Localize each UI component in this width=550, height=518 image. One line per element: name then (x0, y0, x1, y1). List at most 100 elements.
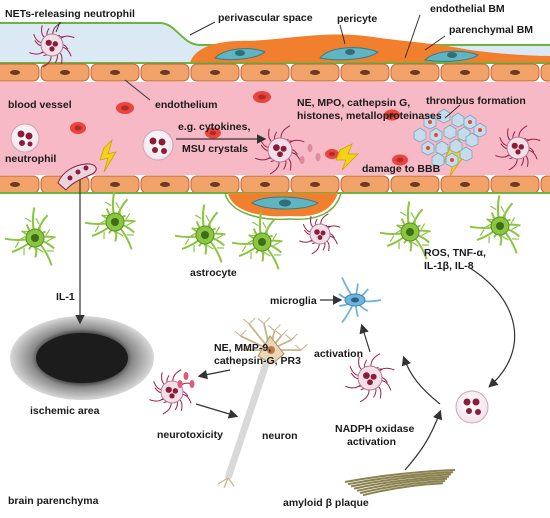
label-ne-mpo-2: histones, metalloproteinases (297, 110, 442, 122)
ischemic-core (36, 333, 128, 383)
endothelial-cell (290, 63, 340, 82)
nets-releasing-neutrophil-thrombus (495, 125, 541, 171)
endothelial-cell (540, 63, 550, 82)
nets-releasing-neutrophil-activation (345, 353, 395, 403)
arrow-group (55, 14, 516, 471)
label-neutrophil: neutrophil (5, 153, 56, 165)
nets-releasing-neutrophil-neurotoxicity (149, 369, 195, 415)
leader-nets (55, 21, 61, 33)
arrow-granules-neuron (197, 369, 231, 380)
astrocyte-cell (84, 191, 136, 250)
endothelial-cell (340, 63, 390, 82)
red-blood-cell (205, 127, 221, 139)
endothelial-cell (440, 175, 490, 194)
label-ros-2: IL-1β, IL-8 (424, 260, 474, 272)
endothelial-cell (540, 175, 550, 194)
leader-endothelium (124, 79, 151, 101)
endothelium-top-layer (0, 63, 550, 82)
endothelial-cell (0, 175, 40, 194)
endothelial-cell (390, 63, 440, 82)
neutrophil-cell (455, 390, 489, 424)
astrocyte-cell (469, 195, 521, 254)
leader-perivascular (189, 21, 216, 36)
label-parenchymal-bm: parenchymal BM (449, 24, 533, 36)
text-labels: NETs-releasing neutrophil perivascular s… (5, 3, 533, 509)
astrocyte-cell (4, 207, 56, 266)
red-blood-cell (392, 154, 408, 166)
endothelial-cell (240, 175, 290, 194)
pericyte-cell (214, 48, 266, 61)
amyloid-plaque (344, 469, 456, 497)
nets-releasing-neutrophil-parenchyma (299, 213, 341, 255)
label-il1: IL-1 (56, 291, 75, 303)
granules-icon (177, 372, 195, 388)
neutrophil-cell (142, 129, 174, 161)
astrocyte-cell (379, 201, 431, 260)
leader-thrombus (444, 104, 461, 119)
pericyte-cell (251, 196, 320, 210)
label-neuron: neuron (262, 430, 298, 442)
label-ne-mmp-1: NE, MMP-9, (214, 342, 271, 354)
label-endothelium: endothelium (155, 99, 217, 111)
label-endothelial-bm: endothelial BM (430, 3, 505, 15)
label-blood-vessel: blood vessel (8, 99, 72, 111)
thrombus-cluster (413, 108, 487, 168)
endothelial-cell (390, 175, 440, 194)
endothelial-cell (290, 175, 340, 194)
endothelial-cell (140, 175, 190, 194)
arrow-microglia-back (401, 355, 441, 405)
endothelial-cell (90, 175, 140, 194)
astrocyte-cell (174, 204, 226, 263)
label-amyloid: amyloid β plaque (283, 497, 369, 509)
leader-parenchymal-bm (424, 35, 446, 51)
endothelial-cell (90, 63, 140, 82)
leader-pericyte (339, 24, 346, 45)
endothelial-cell (240, 63, 290, 82)
endothelial-cell (190, 175, 240, 194)
label-microglia: microglia (270, 295, 317, 307)
granules-icon (299, 144, 321, 164)
parenchymal-bm-top (0, 22, 550, 46)
label-neurotoxicity: neurotoxicity (157, 429, 223, 441)
endothelial-cell (190, 63, 240, 82)
label-nets-neutrophil: NETs-releasing neutrophil (5, 8, 135, 20)
neutrophil-cell (10, 123, 40, 153)
endothelial-cell (490, 175, 540, 194)
parenchymal-bm-bottom (224, 192, 342, 221)
microglia-cell (338, 277, 382, 324)
endothelial-cell (440, 63, 490, 82)
label-cytokines-1: e.g. cytokines, (178, 121, 250, 133)
endothelial-cell (490, 63, 540, 82)
label-thrombus: thrombus formation (426, 95, 526, 107)
lightning-bolt-icon (99, 138, 117, 173)
label-pericyte: pericyte (337, 13, 377, 25)
endothelial-cell (140, 63, 190, 82)
red-blood-cell (70, 122, 86, 134)
label-perivascular-space: perivascular space (218, 12, 313, 24)
arrow-activation-up (359, 323, 371, 353)
lightning-bolt-icon (335, 143, 359, 171)
astrocyte-cell (231, 211, 283, 270)
astrocyte-group (4, 191, 521, 270)
transmigrating-neutrophil (57, 163, 97, 191)
red-blood-cell (116, 102, 134, 114)
label-activation: activation (314, 348, 363, 360)
label-ne-mpo-1: NE, MPO, cathepsin G, (297, 97, 410, 109)
label-astrocyte: astrocyte (190, 267, 237, 279)
leader-endothelial-bm (404, 14, 421, 59)
label-ros-1: ROS, TNF-α, (424, 247, 486, 259)
pericyte-cell (319, 47, 379, 61)
endothelial-cell (0, 63, 40, 82)
endothelial-cell (40, 63, 90, 82)
endothelial-cell (340, 175, 390, 194)
arrow-ros (469, 267, 516, 388)
arrow-neurotoxicity (195, 403, 239, 419)
label-nadph-2: activation (347, 436, 396, 448)
red-blood-cell (325, 149, 339, 159)
red-blood-cell (384, 109, 400, 121)
nets-releasing-neutrophil-vessel (255, 125, 305, 175)
label-brain-parenchyma: brain parenchyma (8, 495, 99, 507)
neuron-cell (217, 317, 308, 489)
